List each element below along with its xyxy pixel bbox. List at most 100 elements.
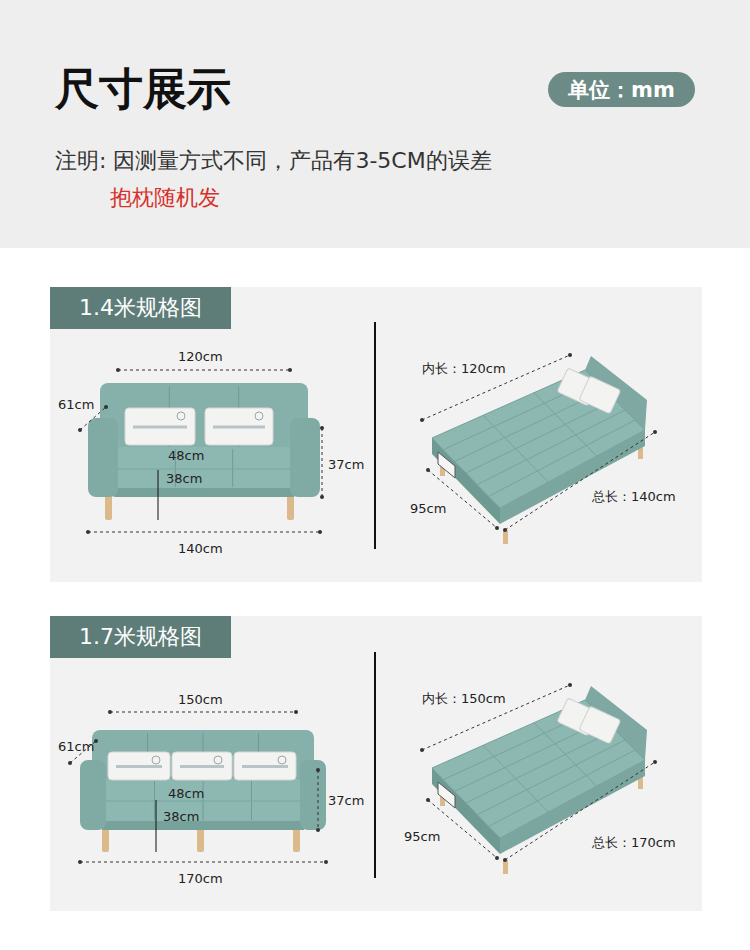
bed-seam (483, 415, 548, 482)
title-holder: 尺寸展示 (55, 60, 231, 119)
spec-panel (50, 616, 702, 911)
dimension-end (495, 856, 499, 860)
dimension-end (108, 710, 112, 714)
sofa-arm (290, 418, 320, 497)
label-holder: 48cm (168, 448, 204, 463)
pillow (205, 408, 273, 445)
dimension-end (116, 368, 120, 372)
dimension-line (422, 685, 570, 750)
spec-panel (50, 287, 702, 582)
dimension-end (86, 530, 90, 534)
dimension-label: 38cm (166, 471, 202, 486)
dimension-label: 内长：150cm (422, 690, 506, 708)
dimension-end (420, 748, 424, 752)
label-holder: 61cm (58, 397, 94, 412)
dimension-label: 61cm (58, 397, 94, 412)
label-holder: 内长：150cm (422, 690, 506, 708)
dimension-line (318, 770, 319, 830)
label-holder: 内长：120cm (422, 360, 506, 378)
sofa-leg (105, 493, 112, 520)
divider-line (374, 652, 376, 878)
note-text: 抱枕随机发 (110, 183, 220, 213)
pillow-print (278, 756, 286, 764)
bed-seam (477, 740, 625, 815)
node-text: 1.7米规格图 (79, 622, 202, 652)
dimension-end (653, 430, 657, 434)
dimension-end (104, 405, 108, 409)
dimension-label: 95cm (410, 501, 446, 516)
pillow-print (213, 426, 265, 429)
label-holder: 37cm (328, 457, 364, 472)
bed-seam (466, 400, 615, 473)
sofa-arm (88, 418, 118, 497)
sofa-base (102, 821, 304, 830)
dimension-end (426, 468, 430, 472)
pointer-line (156, 800, 157, 852)
dimension-end (568, 353, 572, 357)
sofa-front-view (80, 730, 326, 852)
sofa-leg (503, 530, 508, 544)
sofa-bed-view (432, 356, 647, 544)
pillow (172, 752, 232, 780)
label-holder: 140cm (178, 541, 223, 556)
pillow-print (214, 756, 222, 764)
sofa-seat (114, 447, 294, 497)
dimension-end (318, 530, 322, 534)
dimension-label: 95cm (404, 829, 440, 844)
dimension-line (322, 428, 323, 497)
dimension-line (80, 862, 326, 863)
dimension-end (78, 860, 82, 864)
dimension-line (110, 712, 296, 713)
dimension-end (316, 828, 320, 832)
pillow (125, 408, 195, 445)
sofa-arm (300, 760, 326, 830)
dimension-end (426, 798, 430, 802)
bed-seam (489, 420, 635, 496)
label-holder: 抱枕随机发 (110, 183, 220, 213)
pillow (579, 706, 621, 744)
dimension-label: 140cm (178, 541, 223, 556)
dimension-end (320, 426, 324, 430)
label-holder: 61cm (58, 739, 94, 754)
label-holder: 38cm (163, 809, 199, 824)
dimension-end (94, 739, 98, 743)
dimension-label: 37cm (328, 457, 364, 472)
pillow-print (177, 412, 185, 420)
label-holder: 37cm (328, 793, 364, 808)
sofa-front-view (88, 383, 320, 520)
sofa-back (100, 383, 308, 455)
dimension-end (68, 761, 72, 765)
pillow-print (255, 412, 263, 420)
pointer-line (158, 470, 159, 520)
label-holder: 38cm (166, 471, 202, 486)
sofa-seat (102, 779, 304, 830)
note-text: 注明: 因测量方式不同，产品有3-5CM的误差 (55, 146, 492, 176)
dimension-line (88, 532, 320, 533)
dimension-end (316, 768, 320, 772)
label-holder: 120cm (178, 349, 223, 364)
dimension-end (503, 528, 507, 532)
spec-tab: 1.4米规格图 (50, 287, 231, 329)
spec-tab: 1.7米规格图 (50, 616, 231, 658)
label-holder: 150cm (178, 692, 223, 707)
bed-seam (477, 410, 625, 485)
dimension-end (78, 428, 82, 432)
bed-seam (466, 730, 615, 803)
label-holder: 总长：140cm (592, 488, 676, 506)
bed-top (432, 370, 645, 508)
dimension-label: 37cm (328, 793, 364, 808)
pillow (579, 376, 621, 414)
dimension-line (422, 355, 570, 420)
bed-seam (489, 750, 635, 826)
pillow-print (133, 426, 187, 429)
pillow-print (152, 756, 160, 764)
label-holder: 95cm (410, 501, 446, 516)
sofa-arm (80, 760, 106, 830)
dimension-label: 61cm (58, 739, 94, 754)
dimension-end (503, 858, 507, 862)
header-band (0, 0, 750, 248)
sofa-back (92, 730, 314, 787)
label-holder: 48cm (168, 786, 204, 801)
node-text: 1.4米规格图 (79, 293, 202, 323)
